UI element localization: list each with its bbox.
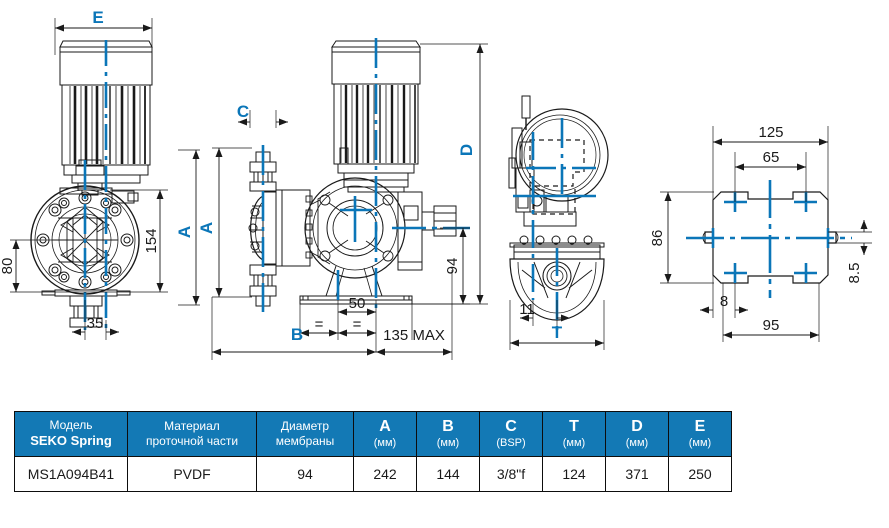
dimension-65-plate: 65 — [734, 149, 807, 202]
table-header-e: E (мм) — [668, 411, 732, 457]
table-header-d: D (мм) — [605, 411, 669, 457]
base-plate-side — [299, 265, 413, 305]
view-base-plate: 125 65 86 8.5 — [649, 124, 872, 342]
dimension-label-C: C — [237, 102, 249, 121]
dimension-154-front: 154 — [110, 189, 168, 293]
dimension-label-154: 154 — [143, 228, 160, 253]
cell-diameter: 94 — [256, 456, 354, 492]
table-header-t-letter: T — [569, 418, 579, 436]
table-body: MS1A094B41 PVDF 94 242 144 3/8"f 124 371… — [14, 456, 732, 492]
centerlines-side — [261, 38, 470, 312]
dimension-8p5-plate: 8.5 — [828, 220, 872, 283]
view-front: E 154 80 35 — [0, 8, 200, 340]
motor-cooling-fins-side — [340, 85, 416, 163]
dimension-equal-marks-side: = = — [299, 304, 413, 352]
dimension-label-50: 50 — [349, 295, 366, 312]
dimension-35-front: 35 — [72, 300, 119, 340]
dimension-11-rear: 11 — [519, 300, 570, 326]
view-rear: 11 T — [508, 95, 609, 350]
pump-body-bolts-side — [319, 194, 394, 262]
table-header-d-unit: (мм) — [625, 436, 649, 449]
table-header: Модель SEKO Spring Материал проточной ча… — [14, 411, 732, 457]
cell-c: 3/8"f — [479, 456, 543, 492]
dimension-50-side: 50 — [337, 295, 377, 320]
base-plate-hole-centerlines — [686, 180, 852, 298]
dimension-label-35: 35 — [87, 315, 104, 332]
table-header-diameter: Диаметр мембраны — [256, 411, 354, 457]
technical-drawing-svg: E 154 80 35 — [0, 8, 872, 360]
table-row: MS1A094B41 PVDF 94 242 144 3/8"f 124 371… — [14, 456, 732, 492]
table-header-model-line2: SEKO Spring — [30, 433, 112, 449]
cell-model: MS1A094B41 — [14, 456, 128, 492]
table-header-material: Материал проточной части — [127, 411, 257, 457]
dimension-label-E: E — [92, 8, 103, 27]
table-header-material-line1: Материал — [164, 419, 220, 433]
dimension-label-D: D — [457, 144, 476, 156]
table-header-c: C (BSP) — [479, 411, 543, 457]
table-header-c-unit: (BSP) — [496, 436, 526, 449]
table-header-b: B (мм) — [416, 411, 480, 457]
dimension-label-95: 95 — [763, 317, 780, 334]
motor-side-rear — [508, 95, 577, 227]
table-header-b-unit: (мм) — [436, 436, 460, 449]
cell-d: 371 — [605, 456, 669, 492]
dimension-A-front: A — [175, 149, 200, 306]
table-header-e-letter: E — [694, 418, 706, 436]
specification-table: Модель SEKO Spring Материал проточной ча… — [14, 411, 732, 492]
dimension-label-86: 86 — [649, 230, 666, 247]
dimension-94-side: 94 — [412, 227, 470, 305]
table-header-material-line2: проточной части — [145, 434, 239, 448]
cell-t: 124 — [542, 456, 606, 492]
motor-cooling-fins — [69, 86, 146, 164]
dimension-8-plate: 8 — [700, 275, 748, 318]
table-header-a: A (мм) — [353, 411, 417, 457]
dimension-125-plate: 125 — [712, 124, 829, 200]
dimension-label-A-front: A — [175, 226, 194, 238]
hidden-lines-rear — [529, 139, 585, 215]
table-header-c-letter: C — [505, 418, 517, 436]
dimension-label-94: 94 — [444, 258, 461, 275]
pump-head-bolt-heads-side — [305, 195, 313, 259]
table-header-row: Модель SEKO Spring Материал проточной ча… — [14, 411, 732, 457]
dimension-label-equal-left: = — [315, 316, 324, 333]
dimension-86-plate: 86 — [649, 191, 714, 284]
table-header-a-unit: (мм) — [373, 436, 397, 449]
specification-table-container: Модель SEKO Spring Материал проточной ча… — [14, 411, 732, 492]
dimension-label-80: 80 — [0, 258, 16, 275]
cell-b: 144 — [416, 456, 480, 492]
view-side: C A D 94 — [197, 38, 488, 360]
dimension-E-front: E — [54, 8, 153, 55]
cell-e: 250 — [668, 456, 732, 492]
dimension-label-65: 65 — [763, 149, 780, 166]
cell-a: 242 — [353, 456, 417, 492]
pump-head-side — [248, 189, 311, 267]
table-header-d-letter: D — [631, 418, 643, 436]
dimension-label-equal-right: = — [353, 316, 362, 333]
dimension-A-side: A — [197, 147, 252, 298]
table-header-a-letter: A — [379, 418, 391, 436]
dimension-label-A-side: A — [197, 222, 216, 234]
table-header-diameter-line1: Диаметр — [280, 419, 330, 433]
dimension-label-125: 125 — [758, 124, 783, 141]
dimension-label-B: B — [291, 325, 303, 344]
dimension-label-8: 8 — [720, 293, 728, 310]
dimension-label-T: T — [552, 323, 563, 342]
dimension-C-side: C — [237, 102, 288, 128]
table-header-t: T (мм) — [542, 411, 606, 457]
dimension-label-8p5: 8.5 — [846, 263, 863, 284]
table-header-model-line1: Модель — [49, 418, 93, 433]
dimension-label-11: 11 — [519, 301, 535, 318]
dimension-80-front: 80 — [0, 239, 120, 293]
dimension-label-135max: 135 MAX — [383, 327, 445, 344]
cell-material: PVDF — [127, 456, 257, 492]
table-header-model: Модель SEKO Spring — [14, 411, 128, 457]
table-header-b-letter: B — [442, 418, 454, 436]
table-header-t-unit: (мм) — [562, 436, 586, 449]
dimension-95-plate: 95 — [722, 283, 820, 342]
dimension-T-rear: T — [509, 300, 605, 350]
table-header-e-unit: (мм) — [688, 436, 712, 449]
dimension-B-135max-side: B 135 MAX — [211, 270, 453, 360]
table-header-diameter-line2: мембраны — [275, 434, 335, 448]
